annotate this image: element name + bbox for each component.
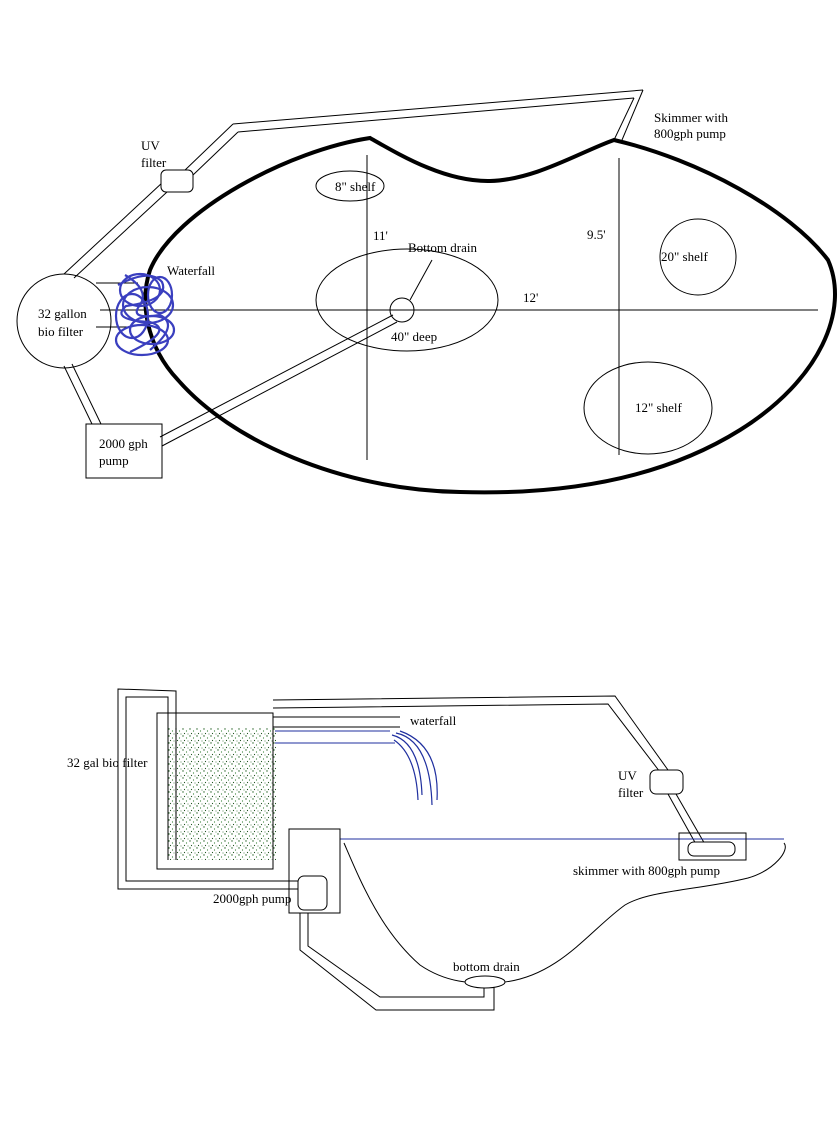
shelf-8-label: 8" shelf [335,179,376,194]
dimension-9-5-label: 9.5' [587,227,606,242]
biofilter-media [168,728,276,860]
filter-uv-pipe-b [272,695,669,771]
skimmer-inner [687,841,736,857]
dimension-12-label: 12' [523,290,538,305]
uv-skimmer-pipe-a [667,793,698,847]
pump-box [85,423,163,479]
filter-uv-pipe-b [73,191,168,279]
bottom-drain-circle [389,297,415,323]
side-view: waterfall 32 gal bio filter UV filter sk… [67,688,786,1011]
shelf-12-label: 12" shelf [635,400,682,415]
waterfall-stream [391,730,438,806]
shelf-8-outline [315,170,385,202]
biofilter-circle [16,273,112,369]
pump-label-line2: pump [99,453,129,468]
skimmer-drop-b [613,97,635,141]
waterfall-scribble [114,272,176,357]
top-view: UV filter Skimmer with 800gph pump 8" sh… [16,89,837,495]
uv-skimmer-pipe-a2 [232,89,644,125]
biofilter-side-label: 32 gal bio filter [67,755,148,770]
uv-filter-box-side [649,769,684,795]
skimmer-side-label: skimmer with 800gph pump [573,863,720,878]
uv-filter-label-line2: filter [141,155,167,170]
uv-filter-side-label-line2: filter [618,785,644,800]
shelf-12-outline [583,361,713,455]
bottom-drain-leader [409,259,433,301]
uv-filter-label-line1: UV [141,138,160,153]
pump-side-label: 2000gph pump [213,891,291,906]
skimmer-label-line2: 800gph pump [654,126,726,141]
deep-zone-label: 40" deep [391,329,437,344]
shelf-20-label: 20" shelf [661,249,708,264]
biofilter-label-line2: bio filter [38,324,84,339]
waterfall-side-label: waterfall [410,713,457,728]
waterfall-label: Waterfall [167,263,215,278]
drain-pipe-b [307,913,485,998]
uv-filter-box [160,169,194,193]
filter-uv-pipe-a [63,181,164,275]
skimmer-box-side [678,832,747,861]
pond-outline [143,135,837,495]
skimmer-label-line1: Skimmer with [654,110,729,125]
pump-filter-pipe-b [71,363,102,425]
deep-zone-outline [315,248,499,352]
uv-skimmer-pipe-b [675,793,707,847]
bottom-drain-side-label: bottom drain [453,959,520,974]
skimmer-drop-a [621,89,644,141]
uv-skimmer-pipe-b2 [237,97,635,133]
uv-filter-side-label-line1: UV [618,768,637,783]
filter-uv-pipe-a [272,703,661,773]
uv-skimmer-pipe-b1 [192,131,239,176]
drain-pipe-line-b [161,321,398,447]
pump-housing [288,828,341,914]
bottom-drain-side [464,975,506,989]
shelf-20-outline [659,218,737,296]
pump-label-line1: 2000 gph [99,436,148,451]
dimension-11-label: 11' [373,228,388,243]
drain-pipe-a [299,913,495,1011]
drain-pipe-line-a [159,314,394,438]
pond-profile [343,842,786,984]
biofilter-label-line1: 32 gallon [38,306,87,321]
pump-filter-pipe-a [63,365,93,425]
uv-skimmer-pipe-a1 [182,123,234,173]
pump-unit [297,875,328,911]
bottom-drain-label: Bottom drain [408,240,477,255]
